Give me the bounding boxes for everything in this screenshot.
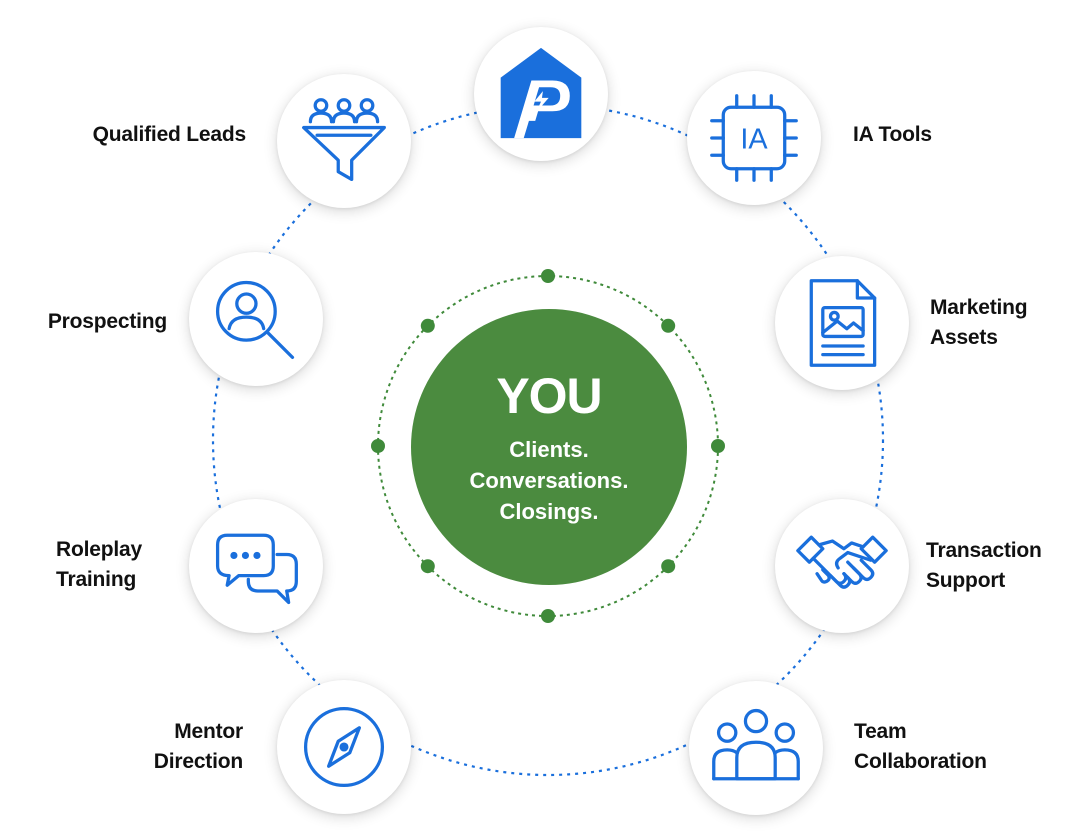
logo-node xyxy=(474,27,608,161)
ring-dot xyxy=(541,269,555,283)
node-qualified-leads xyxy=(277,74,411,208)
center-you-circle: YOU Clients. Conversations. Closings. xyxy=(411,309,687,585)
node-roleplay-training xyxy=(189,499,323,633)
chip-text: IA xyxy=(740,124,768,156)
ring-dot xyxy=(420,318,435,333)
inner-ring-dots xyxy=(371,269,725,623)
node-marketing-assets xyxy=(775,256,909,390)
label-transaction-support: Transaction Support xyxy=(926,539,1042,592)
label-qualified-leads: Qualified Leads xyxy=(92,123,247,146)
node-transaction-support xyxy=(775,499,909,633)
person-search-icon xyxy=(215,280,295,360)
center-line-clients: Clients. xyxy=(509,436,589,462)
funnel-people-icon xyxy=(302,98,386,182)
ring-dot xyxy=(371,439,385,453)
compass-icon xyxy=(303,706,385,788)
chat-bubbles-icon xyxy=(215,533,298,605)
label-mentor-direction: Mentor Direction xyxy=(153,720,243,773)
center-title: YOU xyxy=(496,367,602,424)
ring-dot xyxy=(420,559,435,574)
ring-dot xyxy=(661,559,676,574)
label-marketing-assets: Marketing Assets xyxy=(930,296,1028,349)
team-icon xyxy=(712,708,800,781)
center-line-conversations: Conversations. xyxy=(469,467,629,493)
chip-icon: IA xyxy=(710,94,798,182)
label-roleplay-training: Roleplay Training xyxy=(56,538,142,591)
node-team-collaboration xyxy=(689,681,823,815)
ring-dot xyxy=(711,439,725,453)
document-image-icon xyxy=(809,279,877,367)
ring-dot xyxy=(541,609,555,623)
node-ia-tools: IA xyxy=(687,71,821,205)
house-lightning-logo-icon xyxy=(500,47,582,139)
node-prospecting xyxy=(189,252,323,386)
handshake-icon xyxy=(796,535,888,589)
label-team-collaboration: Team Collaboration xyxy=(854,720,987,773)
label-prospecting: Prospecting xyxy=(47,310,167,333)
node-mentor-direction xyxy=(277,680,411,814)
label-ia-tools: IA Tools xyxy=(853,123,932,146)
ring-dot xyxy=(661,318,676,333)
center-line-closings: Closings. xyxy=(499,498,599,524)
